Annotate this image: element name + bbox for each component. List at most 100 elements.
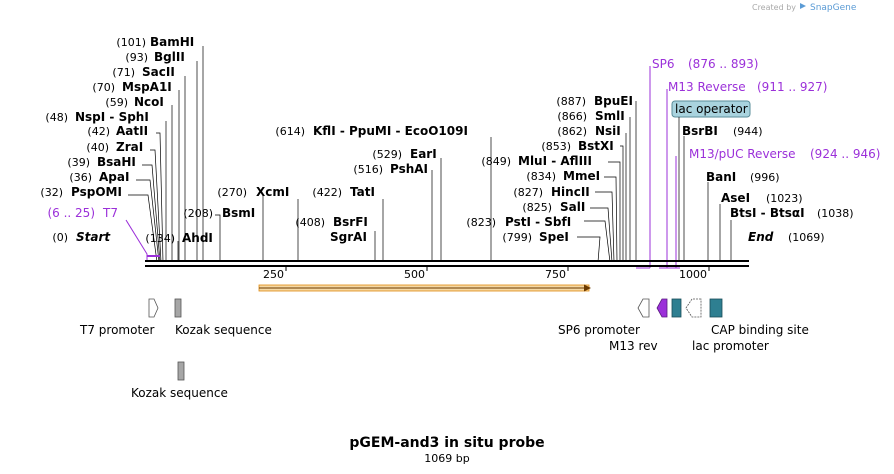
- lac-operator-box: lac operator: [671, 100, 751, 262]
- snapgene-logo-icon: [800, 3, 806, 9]
- ruler-tick-label: 500: [404, 268, 425, 281]
- enzyme-position: (42): [87, 125, 110, 138]
- enzyme-name: SpeI: [539, 230, 569, 244]
- enzyme-name: AhdI: [182, 231, 213, 245]
- enzyme-name: XcmI: [256, 185, 289, 199]
- primer-range: (924 .. 946): [810, 147, 880, 161]
- enzyme-position: (887): [556, 95, 586, 108]
- lac-operator-label: lac operator: [675, 102, 748, 116]
- enzyme-position: (270): [217, 186, 247, 199]
- enzyme-name: EarI: [410, 147, 437, 161]
- enzyme-name: PstI - SbfI: [505, 215, 571, 229]
- enzyme-name: BglII: [154, 50, 185, 64]
- enzyme-name: NcoI: [134, 95, 164, 109]
- enzyme-name: BsaHI: [97, 155, 136, 169]
- enzyme-position: (1038): [817, 207, 854, 220]
- enzyme-position: (101): [116, 36, 146, 49]
- end-label: End: [748, 230, 774, 244]
- enzyme-position: (799): [502, 231, 532, 244]
- kozak-sequence-icon: [177, 361, 185, 381]
- credit-brand: SnapGene: [810, 3, 857, 13]
- start-position: (0): [52, 231, 68, 244]
- ruler: 250 500 750 1000: [263, 266, 710, 281]
- enzyme-name: MspA1I: [122, 80, 172, 94]
- enzyme-name: BsmI: [222, 206, 255, 220]
- enzyme-name: SalI: [560, 200, 585, 214]
- lac-promoter-icon: [685, 298, 702, 318]
- feature-label-sp6-promoter: SP6 promoter: [558, 323, 640, 337]
- enzyme-position: (422): [312, 186, 342, 199]
- orf-arrow: [258, 284, 591, 292]
- cap-binding-site-icon: [709, 298, 723, 318]
- enzyme-position: (70): [92, 81, 115, 94]
- primer-range: (6 .. 25): [47, 206, 95, 220]
- primer-range: (876 .. 893): [688, 57, 758, 71]
- feature-label-m13-rev: M13 rev: [609, 339, 658, 353]
- enzyme-name: AatII: [116, 124, 148, 138]
- feature-label-lac-promoter: lac promoter: [692, 339, 769, 353]
- enzyme-name: BpuEI: [594, 94, 633, 108]
- enzyme-position: (849): [481, 155, 511, 168]
- t7-promoter-icon: [148, 298, 159, 318]
- primer-range: (911 .. 927): [757, 80, 827, 94]
- ruler-tick-label: 750: [545, 268, 566, 281]
- enzyme-position: (59): [105, 96, 128, 109]
- enzyme-position: (853): [541, 140, 571, 153]
- enzyme-position: (39): [67, 156, 90, 169]
- credit-prefix: Created by: [752, 3, 796, 12]
- enzyme-position: (208): [183, 207, 213, 220]
- primer-name: SP6: [652, 57, 675, 71]
- enzyme-position: (866): [557, 110, 587, 123]
- enzyme-position: (825): [522, 201, 552, 214]
- enzyme-name: AseI: [721, 191, 750, 205]
- m13-rev-icon: [656, 298, 668, 318]
- enzyme-position: (944): [733, 125, 763, 138]
- sequence-title: pGEM-and3 in situ probe: [349, 435, 544, 451]
- enzyme-position: (36): [69, 171, 92, 184]
- enzyme-name: TatI: [350, 185, 375, 199]
- enzyme-name: MluI - AflIII: [518, 154, 592, 168]
- primer-leader-lines: [125, 66, 680, 269]
- enzyme-name: MmeI: [563, 169, 600, 183]
- enzyme-position: (134): [145, 232, 175, 245]
- enzyme-name: ZraI: [116, 140, 143, 154]
- enzyme-name: BsrBI: [682, 124, 718, 138]
- enzyme-name: ApaI: [99, 170, 129, 184]
- feature-label-kozak: Kozak sequence: [131, 386, 228, 400]
- enzyme-position: (862): [557, 125, 587, 138]
- enzyme-position: (93): [125, 51, 148, 64]
- feature-label-cap-binding-site: CAP binding site: [711, 323, 809, 337]
- kozak-sequence-icon: [174, 298, 182, 318]
- enzyme-name: BamHI: [150, 35, 194, 49]
- enzyme-position: (996): [750, 171, 780, 184]
- enzyme-name: SmlI: [595, 109, 625, 123]
- enzyme-name: PshAI: [390, 162, 428, 176]
- enzyme-name: SgrAI: [330, 230, 367, 244]
- enzyme-name: BanI: [706, 170, 736, 184]
- enzyme-position: (1023): [766, 192, 803, 205]
- enzyme-name: BstXI: [578, 139, 614, 153]
- enzyme-name: NspI - SphI: [75, 110, 149, 124]
- enzyme-position: (408): [295, 216, 325, 229]
- enzyme-name: BtsI - BtsαI: [730, 206, 805, 220]
- backbone: [145, 260, 749, 267]
- lac-operator-icon: [671, 298, 682, 318]
- enzyme-position: (823): [466, 216, 496, 229]
- primer-name: M13 Reverse: [668, 80, 746, 94]
- enzyme-position: (614): [275, 125, 305, 138]
- feature-label-kozak: Kozak sequence: [175, 323, 272, 337]
- feature-label-t7-promoter: T7 promoter: [79, 323, 155, 337]
- ruler-tick-label: 250: [263, 268, 284, 281]
- end-position: (1069): [788, 231, 825, 244]
- enzyme-name: NsiI: [595, 124, 621, 138]
- enzyme-position: (71): [112, 66, 135, 79]
- primer-name: M13/pUC Reverse: [689, 147, 796, 161]
- enzyme-name: HincII: [551, 185, 590, 199]
- enzyme-position: (32): [40, 186, 63, 199]
- sequence-length: 1069 bp: [424, 452, 469, 465]
- start-label: Start: [76, 230, 111, 244]
- enzyme-name: PspOMI: [71, 185, 122, 199]
- enzyme-position: (516): [353, 163, 383, 176]
- enzyme-name: SacII: [142, 65, 175, 79]
